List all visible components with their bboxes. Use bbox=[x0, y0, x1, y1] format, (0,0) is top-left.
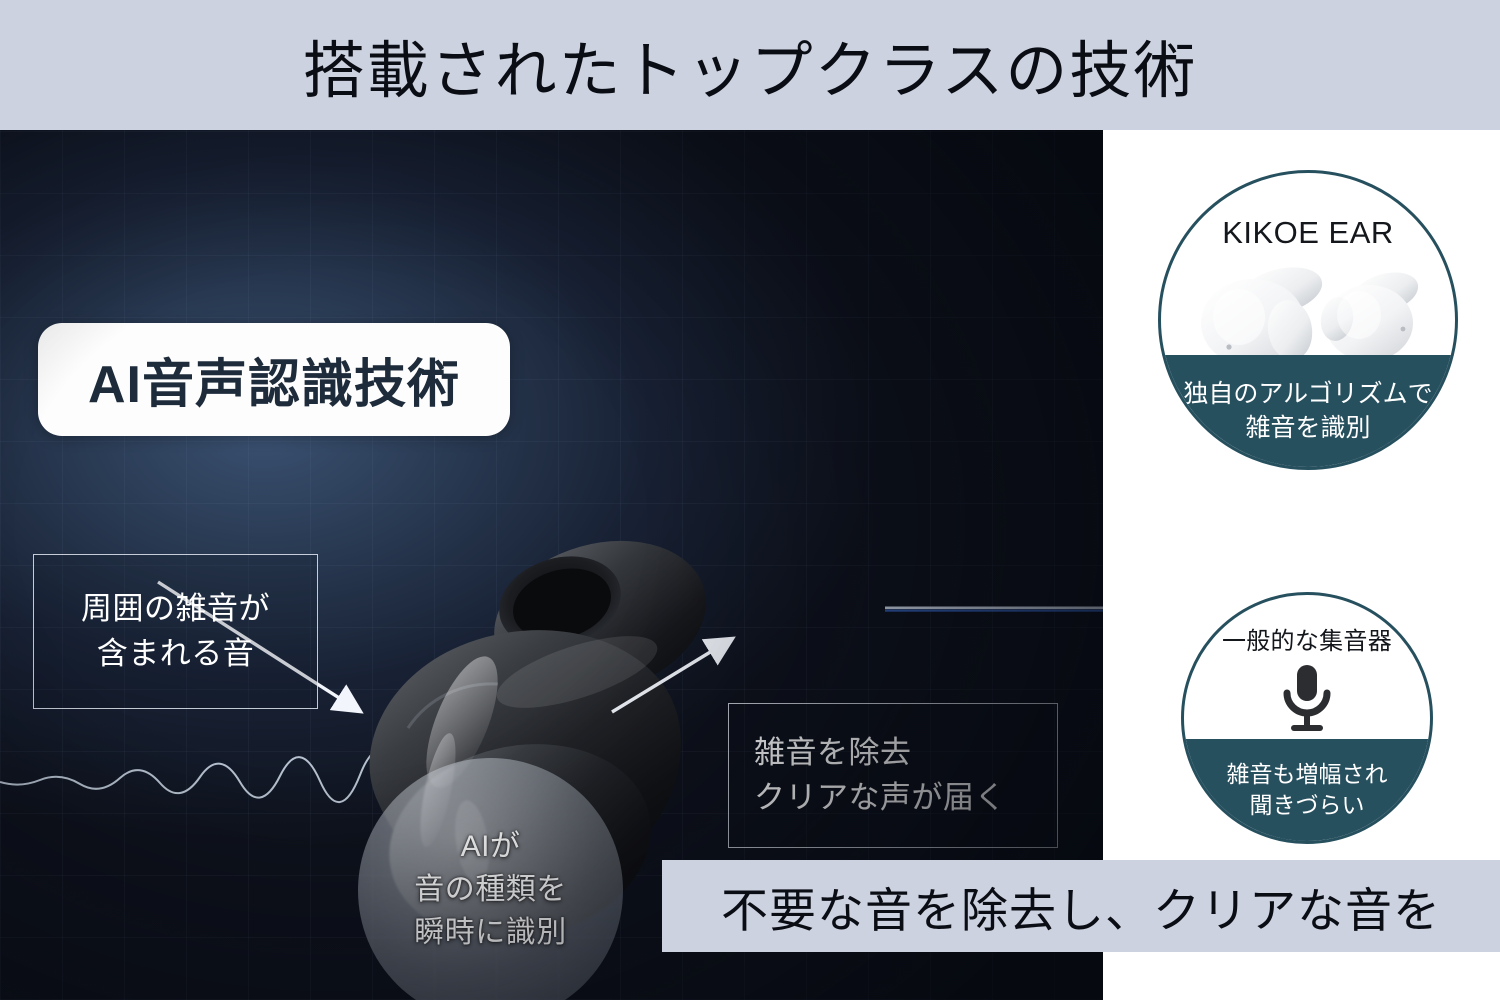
ai-circle-line1: AIが bbox=[460, 830, 521, 864]
callout-clear-line1: 雑音を除去 bbox=[754, 735, 912, 771]
caption-text: 不要な音を除去し、クリアな音を bbox=[721, 883, 1441, 937]
callout-noisy-sound: 周囲の雑音が 含まれる音 bbox=[33, 554, 318, 709]
microphone-icon bbox=[1279, 663, 1335, 735]
comparison-card-generic-amplifier: 一般的な集音器 雑音も増幅され 聞きづらい bbox=[1181, 592, 1433, 844]
callout-noisy-line1: 周囲の雑音が bbox=[81, 591, 270, 627]
card-band-generic: 雑音も増幅され 聞きづらい bbox=[1184, 739, 1430, 841]
card-title-kikoe: KIKOE EAR bbox=[1222, 215, 1394, 250]
clean-waveform-icon bbox=[690, 560, 1103, 680]
callout-noisy-line2: 含まれる音 bbox=[96, 635, 255, 671]
page-title: 搭載されたトップクラスの技術 bbox=[302, 37, 1198, 106]
ai-circle-line3: 瞬時に識別 bbox=[414, 915, 567, 949]
comparison-panel: KIKOE EAR bbox=[1103, 130, 1500, 1000]
card-band-kikoe-line2: 雑音を識別 bbox=[1245, 414, 1371, 442]
arrow-up-right-icon bbox=[611, 636, 736, 714]
ai-voice-recognition-badge: AI音声認識技術 bbox=[38, 323, 510, 436]
header-band: 搭載されたトップクラスの技術 bbox=[0, 0, 1500, 130]
callout-clear-sound: 雑音を除去 クリアな声が届く bbox=[728, 703, 1058, 848]
card-band-generic-line1: 雑音も増幅され bbox=[1226, 760, 1388, 787]
ai-circle-line2: 音の種類を bbox=[414, 873, 567, 907]
card-title-generic: 一般的な集音器 bbox=[1221, 628, 1393, 655]
ai-badge-label: AI音声認識技術 bbox=[87, 356, 460, 414]
caption-bar: 不要な音を除去し、クリアな音を bbox=[662, 860, 1500, 952]
white-earbuds-pair-icon bbox=[1189, 265, 1433, 373]
card-band-generic-line2: 聞きづらい bbox=[1249, 792, 1365, 818]
card-band-kikoe: 独自のアルゴリズムで 雑音を識別 bbox=[1161, 355, 1455, 467]
comparison-card-kikoe-ear: KIKOE EAR bbox=[1158, 170, 1458, 470]
ai-circle-text: AIが 音の種類を 瞬時に識別 bbox=[414, 826, 567, 955]
card-band-kikoe-line1: 独自のアルゴリズムで bbox=[1183, 380, 1433, 408]
callout-clear-line2: クリアな声が届く bbox=[754, 779, 1006, 815]
ai-detection-circle: AIが 音の種類を 瞬時に識別 bbox=[358, 758, 623, 1000]
